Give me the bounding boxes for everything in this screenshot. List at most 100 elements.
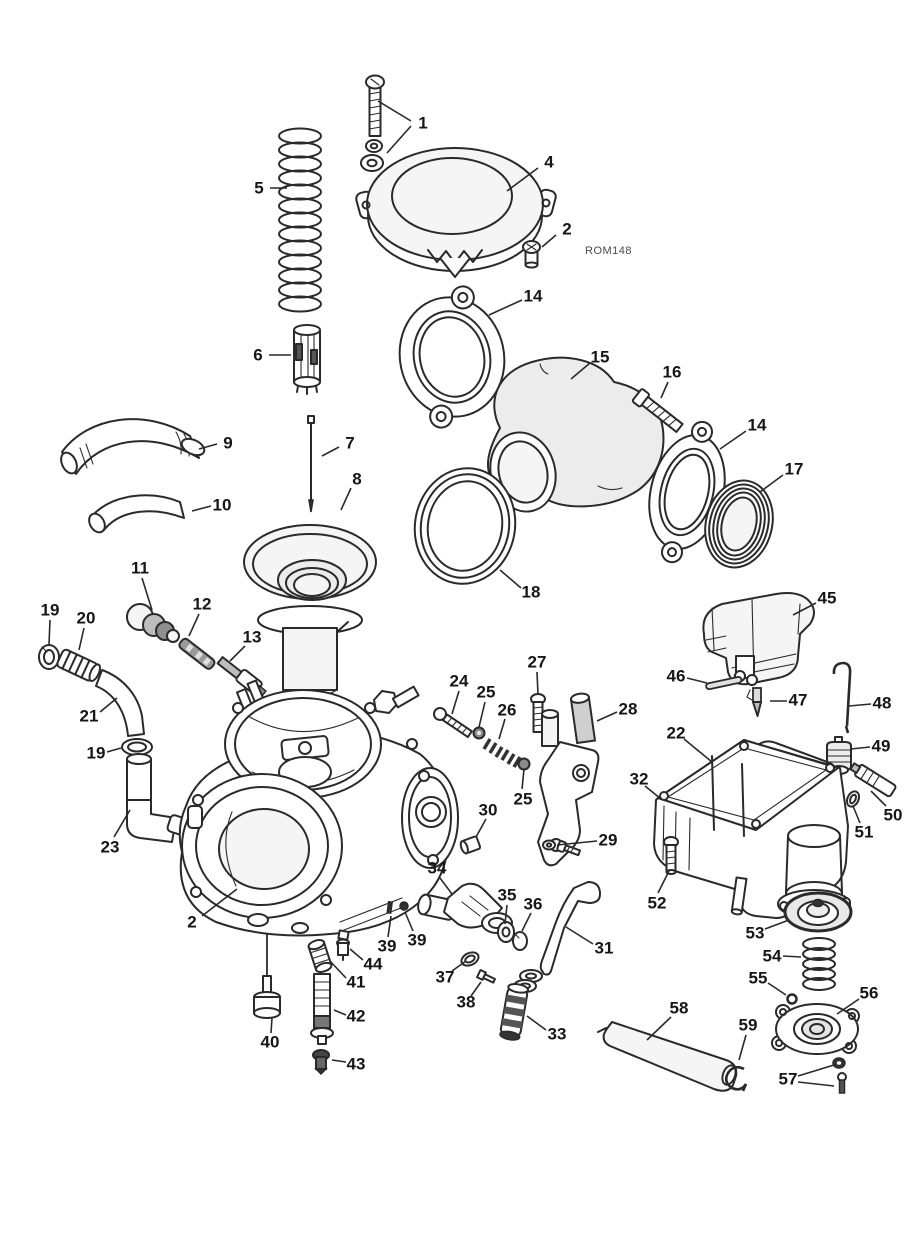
part-label-17-13: 17 <box>784 459 804 479</box>
part-label-23-22: 23 <box>100 837 120 857</box>
part-label-56-45: 56 <box>859 983 879 1003</box>
part-label-2-23: 2 <box>187 912 197 932</box>
part-label-46-35: 46 <box>666 666 686 686</box>
part-label-21-20: 21 <box>79 706 99 726</box>
part-label-32-32: 32 <box>629 769 649 789</box>
main-jet <box>307 939 333 973</box>
needle-jet <box>178 637 216 670</box>
pump-rod <box>539 881 601 976</box>
jet-tube <box>310 973 334 1045</box>
small-oring <box>460 951 480 967</box>
part-label-31-49: 31 <box>594 938 614 958</box>
drain-screw <box>312 1049 330 1076</box>
part-label-33-50: 33 <box>547 1024 567 1044</box>
part-label-9-5: 9 <box>223 433 233 453</box>
bracket-screw <box>433 707 473 739</box>
part-label-45-34: 45 <box>817 588 837 608</box>
top-cover <box>355 147 557 278</box>
hose-clip-lower <box>121 738 153 756</box>
idle-nut-upper <box>472 726 486 740</box>
part-label-10-7: 10 <box>212 495 232 515</box>
part-label-52-41: 52 <box>647 893 667 913</box>
part-label-7-6: 7 <box>345 433 355 453</box>
part-label-59-48: 59 <box>738 1015 758 1035</box>
hose-clip-upper <box>38 644 60 670</box>
check-ball <box>786 993 798 1005</box>
pump-spring <box>802 937 836 991</box>
part-label-55-44: 55 <box>748 968 768 988</box>
float-needle-valve <box>746 687 762 717</box>
part-label-54-43: 54 <box>762 946 782 966</box>
part-label-8-8: 8 <box>352 469 362 489</box>
inlet-oring <box>845 790 861 808</box>
pump-diaphragm <box>783 891 853 933</box>
part-label-39-56: 39 <box>377 936 397 956</box>
part-label-37-54: 37 <box>435 967 455 987</box>
retaining-clip <box>724 1065 748 1092</box>
part-label-13-17: 13 <box>242 627 262 647</box>
part-label-18-14: 18 <box>521 582 541 602</box>
cable-bracket <box>537 692 600 867</box>
part-label-30-30: 30 <box>478 800 498 820</box>
needle-jet-holder <box>126 603 180 643</box>
vent-hose-long <box>60 418 206 475</box>
idle-nut-lower <box>517 757 531 771</box>
part-label-2-2: 2 <box>562 219 572 239</box>
part-label-4-1: 4 <box>544 152 554 172</box>
part-label-47-36: 47 <box>788 690 808 710</box>
part-label-5-3: 5 <box>254 178 264 198</box>
part-label-38-55: 38 <box>456 992 476 1012</box>
overflow-hose <box>95 669 145 737</box>
spacer-sleeve <box>459 835 482 855</box>
part-label-58-47: 58 <box>669 998 689 1018</box>
float-pin <box>705 676 743 691</box>
mixture-needle <box>253 934 281 1019</box>
part-label-20-19: 20 <box>76 608 96 628</box>
manifold-flange-left <box>398 285 506 429</box>
part-label-49-38: 49 <box>871 736 891 756</box>
part-label-35-52: 35 <box>497 885 517 905</box>
part-label-29-31: 29 <box>598 830 618 850</box>
part-label-25-25: 25 <box>476 682 496 702</box>
part-label-11-15: 11 <box>131 558 149 578</box>
part-label-22-33: 22 <box>666 723 686 743</box>
ribbed-nipple <box>56 648 101 683</box>
lever-clip <box>512 931 528 951</box>
part-label-41-59: 41 <box>346 972 366 992</box>
bracket-washer-screw <box>542 839 582 857</box>
part-label-6-4: 6 <box>253 345 263 365</box>
idle-spring <box>482 738 522 768</box>
float <box>702 592 815 686</box>
overflow-tube <box>597 1021 738 1092</box>
pump-boot <box>499 983 530 1041</box>
part-label-1-0: 1 <box>418 113 428 133</box>
jet-needle <box>307 415 315 513</box>
slide-diaphragm <box>243 524 377 695</box>
part-label-53-42: 53 <box>745 923 765 943</box>
part-label-34-51: 34 <box>427 858 447 878</box>
cover-screw-and-washers <box>360 74 385 172</box>
rubber-ring <box>413 467 517 585</box>
part-label-36-53: 36 <box>523 894 543 914</box>
choke-rod <box>832 661 852 734</box>
part-label-44-62: 44 <box>363 954 383 974</box>
leader-lines <box>48 100 887 1087</box>
part-label-26-26: 26 <box>497 700 517 720</box>
carburetor-body <box>178 679 459 937</box>
part-label-19-21: 19 <box>86 743 106 763</box>
part-label-40-58: 40 <box>260 1032 280 1052</box>
part-label-50-39: 50 <box>883 805 903 825</box>
lever-washer <box>497 921 515 943</box>
part-label-25-29: 25 <box>513 789 533 809</box>
float-bowl <box>653 739 851 919</box>
pin-and-ball <box>386 900 409 914</box>
part-label-24-24: 24 <box>449 671 469 691</box>
seal-ring <box>704 479 774 569</box>
spring-seat <box>293 324 321 395</box>
part-label-14-9: 14 <box>523 286 543 306</box>
needle-valve-seat <box>336 929 350 961</box>
pump-cover <box>771 1003 860 1055</box>
part-label-16-11: 16 <box>662 362 682 382</box>
part-label-12-16: 12 <box>192 594 212 614</box>
part-label-51-40: 51 <box>854 822 874 842</box>
